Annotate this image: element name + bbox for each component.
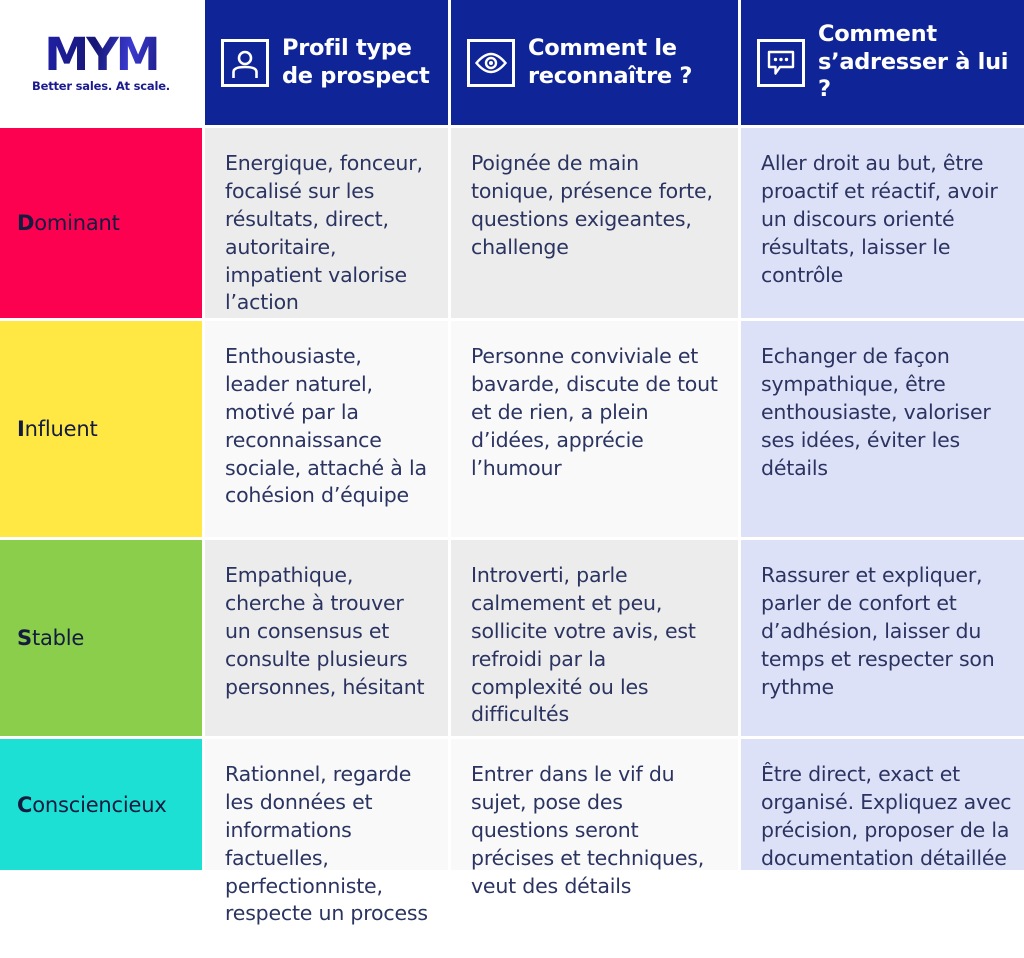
- header-title-recognize: Comment le reconnaître ?: [528, 35, 693, 89]
- cell-text: Poignée de main tonique, présence forte,…: [471, 151, 713, 259]
- cell-text: Echanger de façon sympathique, être enth…: [761, 344, 991, 480]
- cell-text: Introverti, parle calmement et peu, soll…: [471, 563, 696, 727]
- cell-recognize-influent: Personne conviviale et bavarde, discute …: [451, 321, 738, 537]
- profile-initial: C: [17, 792, 33, 817]
- profile-label-stable: Stable: [17, 626, 84, 650]
- brand-tagline: Better sales. At scale.: [32, 79, 170, 93]
- cell-description-influent: Enthousiaste, leader naturel, motivé par…: [205, 321, 448, 537]
- profile-cell-dominant: Dominant: [0, 128, 202, 318]
- speech-bubble-icon: [757, 38, 805, 87]
- header-title-profile: Profil type de prospect: [282, 35, 430, 89]
- cell-text: Empathique, cherche à trouver un consens…: [225, 563, 425, 699]
- eye-icon: [467, 38, 515, 87]
- profile-label-influent: Influent: [17, 417, 98, 441]
- profile-rest: ominant: [34, 211, 120, 235]
- cell-text: Energique, fonceur, focalisé sur les rés…: [225, 151, 423, 315]
- header-cell-recognize: Comment le reconnaître ?: [451, 0, 738, 125]
- profile-rest: onsciencieux: [32, 792, 167, 817]
- cell-text: Être direct, exact et organisé. Explique…: [761, 762, 1012, 870]
- header-title-approach: Comment s’adresser à lui ?: [818, 21, 1009, 103]
- profile-initial: D: [17, 211, 35, 235]
- cell-approach-dominant: Aller droit au but, être proactif et réa…: [741, 128, 1024, 318]
- cell-text: Rassurer et expliquer, parler de confort…: [761, 563, 995, 699]
- cell-recognize-stable: Introverti, parle calmement et peu, soll…: [451, 540, 738, 736]
- brand-logo-cell: MYM Better sales. At scale.: [0, 0, 202, 125]
- profile-cell-consciencieux: Consciencieux: [0, 739, 202, 870]
- profile-label-consciencieux: Consciencieux: [17, 793, 167, 817]
- profile-initial: I: [17, 417, 25, 441]
- cell-recognize-dominant: Poignée de main tonique, présence forte,…: [451, 128, 738, 318]
- person-icon: [221, 38, 269, 87]
- header-cell-approach: Comment s’adresser à lui ?: [741, 0, 1024, 125]
- cell-description-stable: Empathique, cherche à trouver un consens…: [205, 540, 448, 736]
- cell-text: Enthousiaste, leader naturel, motivé par…: [225, 344, 427, 508]
- cell-recognize-consciencieux: Entrer dans le vif du sujet, pose des qu…: [451, 739, 738, 898]
- profile-label-dominant: Dominant: [17, 211, 120, 235]
- profile-cell-influent: Influent: [0, 321, 202, 537]
- logo-wrap: MYM Better sales. At scale.: [32, 32, 170, 93]
- cell-text: Personne conviviale et bavarde, discute …: [471, 344, 718, 480]
- cell-description-dominant: Energique, fonceur, focalisé sur les rés…: [205, 128, 448, 318]
- profile-rest: table: [31, 626, 85, 650]
- cell-text: Entrer dans le vif du sujet, pose des qu…: [471, 762, 705, 898]
- mym-logo: MYM: [32, 32, 170, 77]
- cell-approach-consciencieux: Être direct, exact et organisé. Explique…: [741, 739, 1024, 870]
- cell-description-consciencieux: Rationnel, regarde les données et inform…: [205, 739, 448, 925]
- cell-approach-influent: Echanger de façon sympathique, être enth…: [741, 321, 1024, 537]
- cell-text: Rationnel, regarde les données et inform…: [225, 762, 428, 926]
- profile-cell-stable: Stable: [0, 540, 202, 736]
- cell-text: Aller droit au but, être proactif et réa…: [761, 151, 998, 287]
- header-cell-profile: Profil type de prospect: [205, 0, 448, 125]
- profile-rest: nfluent: [24, 417, 98, 441]
- profile-initial: S: [17, 626, 32, 650]
- cell-approach-stable: Rassurer et expliquer, parler de confort…: [741, 540, 1024, 736]
